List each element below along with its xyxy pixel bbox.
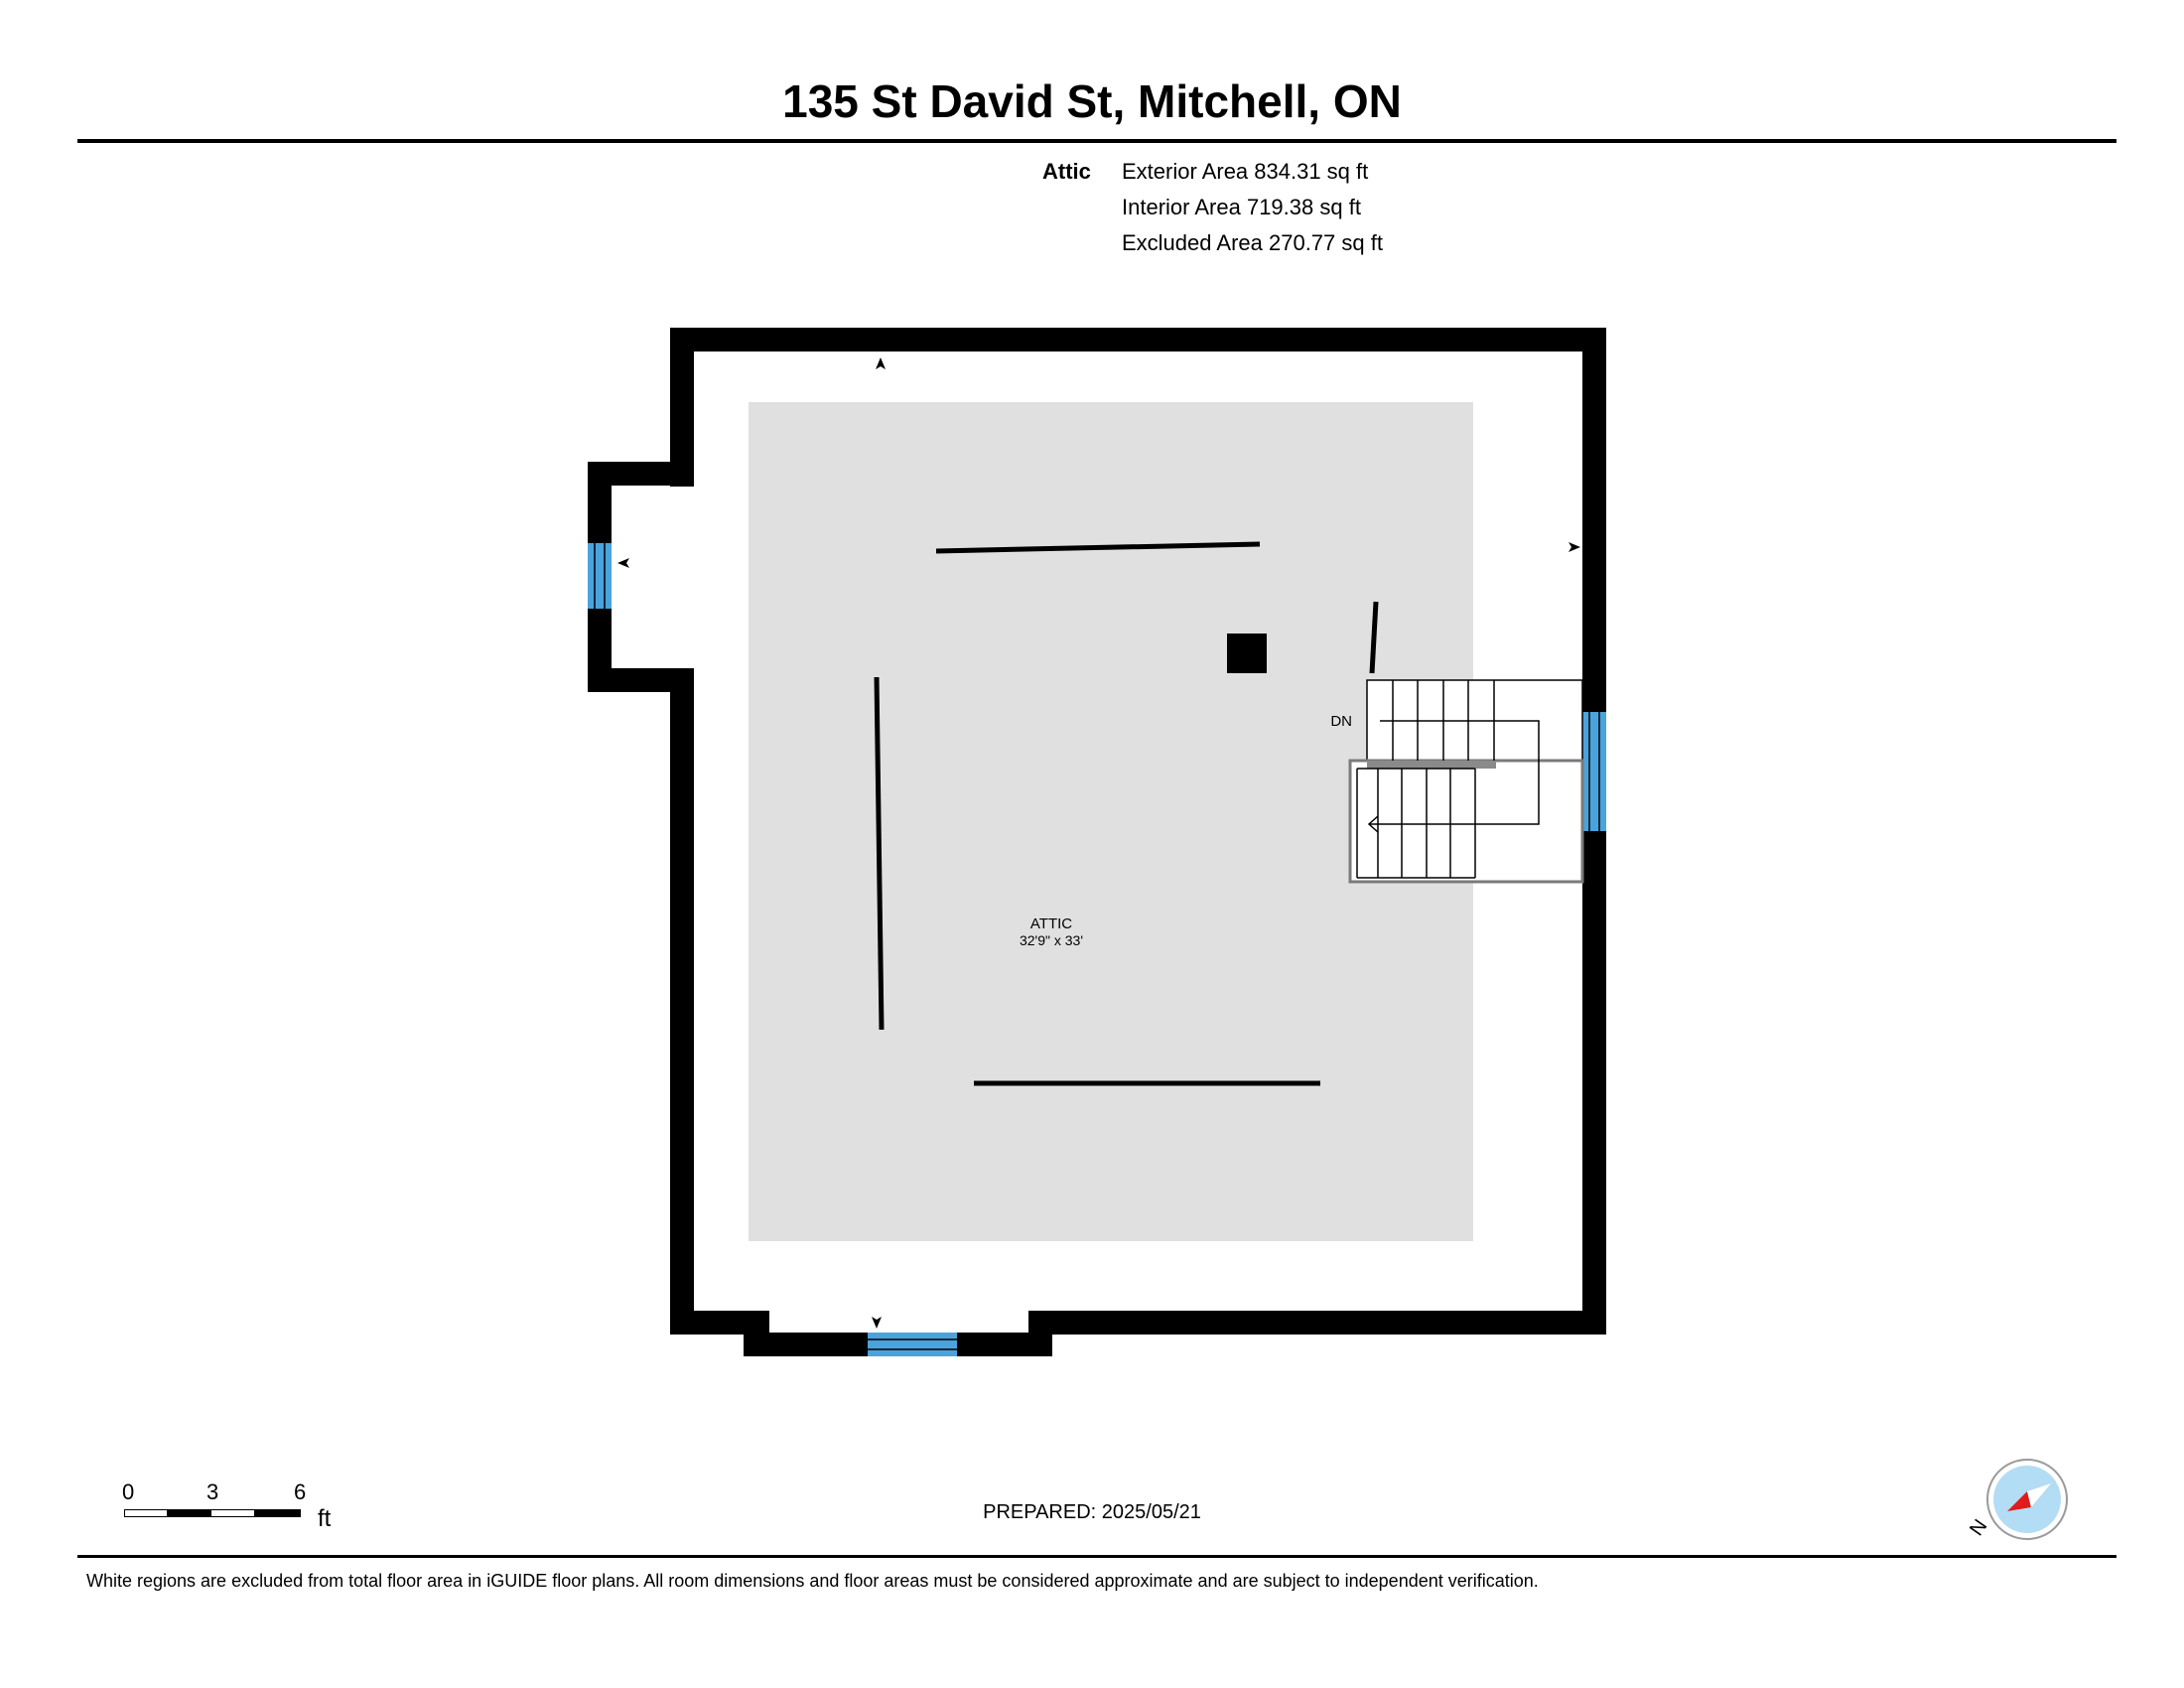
room-dimensions: 32'9" x 33' [1020, 932, 1083, 948]
footer-divider [77, 1555, 2116, 1558]
scale-tick-0: 0 [122, 1479, 135, 1504]
floor-label: Attic [1042, 159, 1091, 184]
arrow-right-icon [1569, 542, 1580, 552]
wall-bottom-right [1028, 1311, 1606, 1335]
header-divider [77, 139, 2116, 143]
page-title: 135 St David St, Mitchell, ON [782, 75, 1402, 127]
wall-left-lower [670, 668, 694, 1335]
chimney [1227, 633, 1267, 673]
interior-area: Interior Area 719.38 sq ft [1122, 195, 1361, 219]
excluded-area: Excluded Area 270.77 sq ft [1122, 230, 1383, 255]
scale-segment-4 [254, 1509, 301, 1517]
window-right [1582, 712, 1606, 831]
photo-marker-icons [617, 357, 1580, 1329]
wall-top [670, 328, 1606, 352]
stair-down-label: DN [1330, 713, 1352, 730]
area-lines: Exterior Area 834.31 sq ft Interior Area… [1122, 154, 1383, 261]
exterior-area: Exterior Area 834.31 sq ft [1122, 159, 1369, 184]
arrow-down-icon [872, 1317, 882, 1329]
prepared-date: PREPARED: 2025/05/21 [983, 1501, 1201, 1523]
arrow-up-icon [876, 357, 886, 369]
compass-icon: N [1966, 1459, 2068, 1540]
arrow-left-icon [617, 558, 629, 568]
window-left [588, 543, 612, 609]
scale-bar: 0 3 6 ft [119, 1479, 377, 1549]
compass-north-label: N [1966, 1515, 1991, 1539]
scale-tick-3: 3 [206, 1479, 219, 1504]
disclaimer: White regions are excluded from total fl… [86, 1571, 1539, 1591]
scale-tick-6: 6 [294, 1479, 307, 1504]
staircase: DN [1330, 679, 1584, 884]
interior-lines [874, 541, 1379, 1086]
scale-unit: ft [318, 1505, 332, 1532]
wall-left-upper [670, 328, 694, 487]
room-name: ATTIC [1030, 915, 1072, 932]
window-bottom [868, 1333, 957, 1356]
